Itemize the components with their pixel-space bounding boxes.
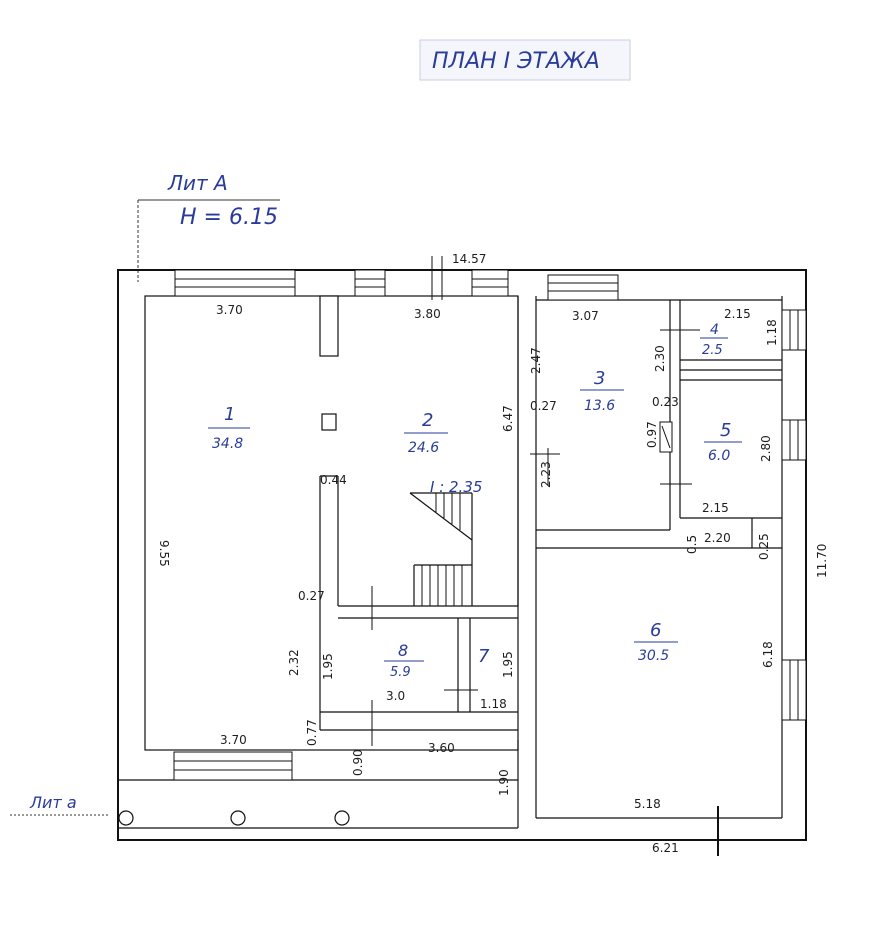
dim-corr-360: 3.60 [428,741,455,755]
lit-a-small-annotation: Лит а [10,793,108,816]
room-area: 24.6 [408,440,439,456]
staircase [409,492,473,606]
dim-bottom-total: 6.21 [652,841,679,855]
room-7: 7 [478,646,490,667]
dim-r1-lower: 2.32 [287,649,301,676]
lit-a-annotation: Лит А H = 6.15 [137,171,280,282]
columns [118,810,350,826]
dim-r7-bottom: 1.18 [480,697,507,711]
dim-r6-left-small: 0.5 [685,535,699,554]
lit-small-label: Лит а [29,793,77,812]
dim-corr-190: 1.90 [497,769,511,796]
room-area: 2.5 [702,343,723,358]
room-3: 3 13.6 [580,368,624,414]
room-area: 30.5 [638,648,669,664]
room-number: 4 [710,322,719,338]
dim-r8-bottom: 3.0 [386,689,405,703]
dimension-ticks [371,256,719,856]
dim-r1-top: 3.70 [216,303,243,317]
windows [173,269,807,781]
room-area: 5.9 [390,665,411,680]
dim-r6-top: 2.20 [704,531,731,545]
plan-title: ПЛАН I ЭТАЖА [432,49,600,74]
dim-r1-bottom: 3.70 [220,733,247,747]
dim-r2-side: 6.47 [501,405,515,432]
dim-r6-right-small: 0.25 [757,533,771,560]
room-number: 6 [650,620,661,641]
room-number: 2 [422,410,433,431]
dim-r3-top: 3.07 [572,309,599,323]
room-number: 5 [720,420,731,441]
dim-r3-right: 2.30 [653,345,667,372]
dim-overall-height: 11.70 [815,544,829,578]
dim-r5-side: 2.80 [759,435,773,462]
room-number: 1 [224,404,235,425]
room-8: 8 5.9 [384,641,424,680]
dim-r3-lower: 2.23 [539,461,553,488]
dim-r8-left: 1.95 [321,653,335,680]
dim-wall-044: 0.44 [320,473,347,487]
room-number: 7 [478,646,490,667]
dim-r4-side: 1.18 [765,319,779,346]
dim-r2-top: 3.80 [414,307,441,321]
height-label: H = 6.15 [180,205,278,230]
dim-r5-bottom: 2.15 [702,501,729,515]
dim-overall-width: 14.57 [452,252,486,266]
room-number: 3 [594,368,605,389]
dim-corr-090: 0.90 [351,749,365,776]
room-1: 1 34.8 [208,404,250,452]
room-area: 13.6 [584,398,615,414]
room-area: 6.0 [708,448,730,464]
dim-r1-corner: 0.77 [305,719,319,746]
dim-r3-door: 0.27 [530,399,557,413]
dim-r3-small: 0.97 [645,421,659,448]
dim-r4-top: 2.15 [724,307,751,321]
room-5: 5 6.0 [704,420,742,464]
room-labels: 1 34.8 2 24.6 3 13.6 4 2.5 5 6.0 6 30.5 [208,322,742,680]
title-stamp: ПЛАН I ЭТАЖА [419,39,631,81]
dim-wall-027: 0.27 [298,589,325,603]
dim-r3-left: 2.47 [529,347,543,374]
room-6: 6 30.5 [634,620,678,664]
stair-label: Ⅰ : 2.35 [430,478,482,496]
room-2: 2 24.6 [404,410,448,456]
dim-r7-side: 1.95 [501,651,515,678]
dimension-labels: 14.57 11.70 3.70 3.70 9.55 3.80 6.47 3.0… [157,252,829,855]
dim-r3-small2: 0.23 [652,395,679,409]
room-area: 34.8 [212,436,243,452]
dim-r6-side: 6.18 [761,641,775,668]
dim-r6-bottom: 5.18 [634,797,661,811]
room-4: 4 2.5 [700,322,728,358]
interior-walls [319,295,782,731]
dim-r1-side: 9.55 [157,540,171,567]
room-number: 8 [398,641,408,660]
lit-label: Лит А [167,171,228,195]
